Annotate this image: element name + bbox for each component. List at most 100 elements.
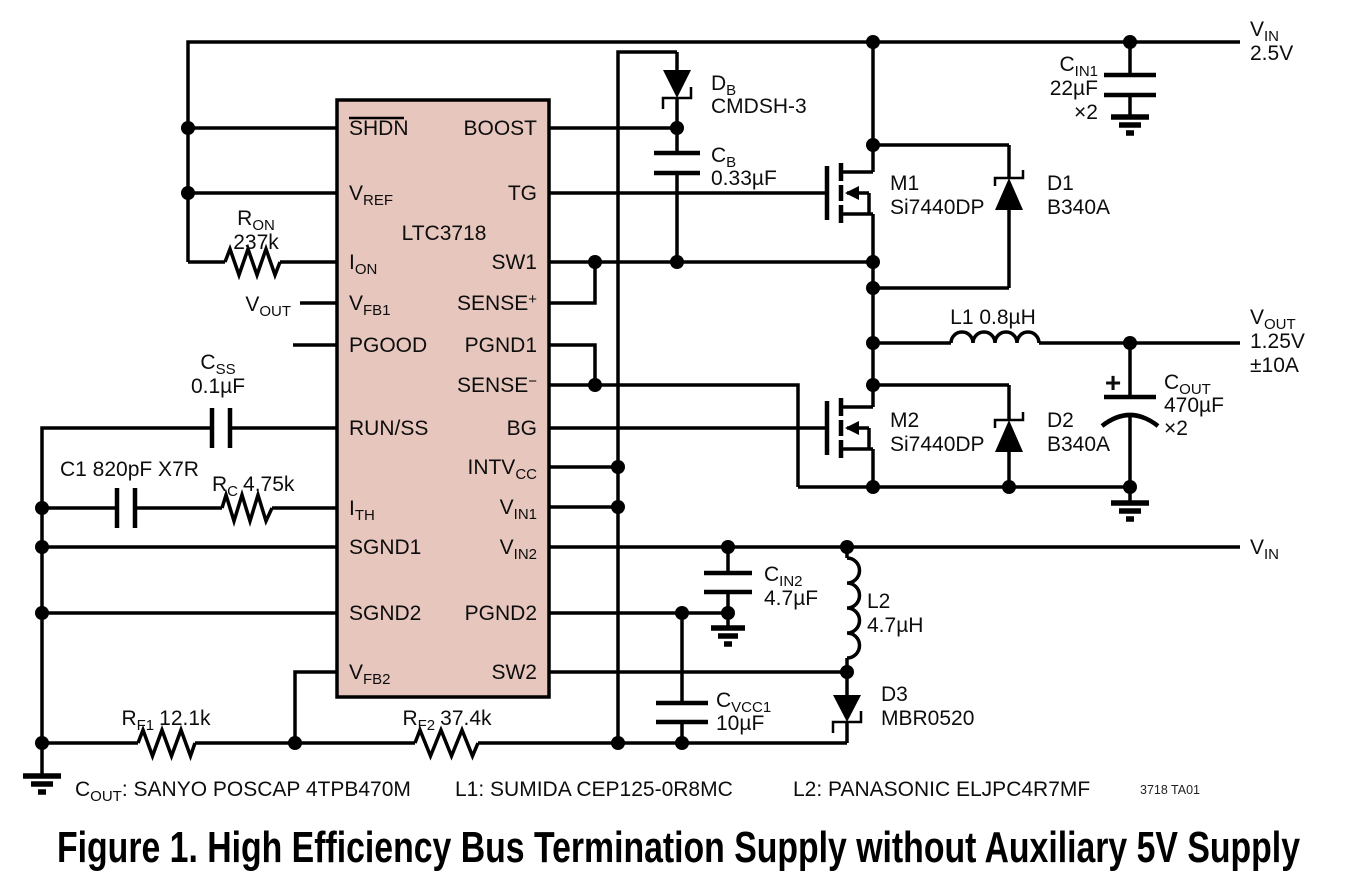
d2-ref: D2 [1047,409,1074,432]
db-value: CMDSH-3 [711,95,807,118]
ic-ltc3718: LTC3718 SHDN VREF ION VFB1 PGOOD RUN/SS … [335,98,551,699]
cb-ref: CB [711,144,736,171]
capacitor-cin1: CIN1 22µF ×2 [1050,42,1156,136]
pin-sense-minus: SENSE− [457,373,537,397]
notes-row: COUT: SANYO POSCAP 4TPB470M L1: SUMIDA C… [75,778,1200,805]
cout-value: 470µF [1164,394,1224,417]
pin-ith: ITH [349,497,375,524]
cin2-value: 4.7µF [764,587,818,610]
note-l2: L2: PANASONIC ELJPC4R7MF [793,778,1090,801]
note-cout: COUT: SANYO POSCAP 4TPB470M [75,778,411,805]
vin-top-voltage: 2.5V [1250,42,1293,65]
pin-sgnd2: SGND2 [349,602,421,625]
pin-pgood: PGOOD [349,334,427,357]
ic-part-number: LTC3718 [402,222,487,245]
cin1-qty: ×2 [1074,101,1098,124]
pin-vref: VREF [349,182,393,209]
pin-sense-plus: SENSE+ [457,291,537,315]
inductor-l1: L1 0.8µH [873,306,1240,345]
ron-value: 237k [233,231,279,254]
pin-bg: BG [507,417,537,440]
pin-vin2: VIN2 [500,536,537,563]
pin-runss: RUN/SS [349,417,428,440]
css-ref: CSS [200,351,235,378]
wires [35,35,1240,750]
d2-value: B340A [1047,433,1110,456]
mosfet-m2: M2 Si7440DP [824,398,985,487]
resistor-ron: RON 237k [223,207,282,281]
ground-cin1 [1111,114,1149,136]
cvcc1-value: 10µF [716,712,764,735]
d3-ref: D3 [881,683,908,706]
cvcc1-ref: CVCC1 [716,689,771,716]
m1-ref: M1 [890,172,919,195]
vout-current: ±10A [1250,354,1299,377]
cin1-ref: CIN1 [1059,53,1098,80]
diode-d1: D1 B340A [873,143,1110,290]
vout-label: VOUT [1250,306,1296,333]
vin-top-label: VIN [1250,18,1279,45]
pin-ion: ION [349,251,377,278]
cin2-ref: CIN2 [764,563,803,590]
pin-intvcc: INTVCC [467,456,537,483]
reference-code: 3718 TA01 [1140,783,1200,797]
capacitor-cb: CB 0.33µF [654,128,777,262]
capacitor-cvcc1: CVCC1 10µF [656,613,771,743]
css-value: 0.1µF [191,375,245,398]
cout-ref: COUT [1164,371,1211,398]
cb-value: 0.33µF [711,167,777,190]
capacitor-cout: + COUT 470µF ×2 [1100,343,1224,522]
diode-db: DB CMDSH-3 [661,52,807,128]
diode-d3: D3 MBR0520 [831,672,974,743]
capacitor-c1: C1 820pF X7R [60,458,199,528]
db-ref: DB [711,72,736,99]
note-l1: L1: SUMIDA CEP125-0R8MC [455,778,733,801]
capacitor-cin2: CIN2 4.7µF [704,547,818,647]
ground-cin2 [711,625,745,647]
diode-d2: D2 B340A [873,383,1110,487]
pin-sw1: SW1 [491,251,537,274]
pin-tg: TG [508,182,537,205]
l2-value: 4.7µH [867,614,923,637]
inductor-l2: L2 4.7µH [845,547,923,672]
m2-ref: M2 [890,409,919,432]
ground-cout [1111,500,1149,522]
l1-label: L1 0.8µH [950,306,1036,329]
cin1-value: 22µF [1050,77,1098,100]
pin-pgnd1: PGND1 [465,334,537,357]
d1-ref: D1 [1047,172,1074,195]
figure-caption: Figure 1. High Efficiency Bus Terminatio… [57,823,1300,872]
pin-vfb1: VFB1 [349,292,391,319]
vin-mid-label: VIN [1250,536,1279,563]
c1-label: C1 820pF X7R [60,458,199,481]
vin-top-terminal: VIN 2.5V [1250,18,1293,65]
ground-main [23,743,61,795]
l2-ref: L2 [867,590,890,613]
m1-value: Si7440DP [890,196,985,219]
vout-voltage: 1.25V [1250,330,1305,353]
cout-qty: ×2 [1164,417,1188,440]
d3-value: MBR0520 [881,707,974,730]
d1-value: B340A [1047,196,1110,219]
capacitor-css: CSS 0.1µF [191,351,245,448]
pin-vfb2: VFB2 [349,661,391,688]
pin-boost: BOOST [463,117,537,140]
vout-terminal: VOUT 1.25V ±10A [1250,306,1305,377]
cout-polarity: + [1105,367,1121,398]
m2-value: Si7440DP [890,433,985,456]
mosfet-m1: M1 Si7440DP [824,42,985,407]
vout-sense-label: VOUT [245,293,291,320]
pin-shdn: SHDN [349,117,409,140]
pin-pgnd2: PGND2 [465,602,537,625]
pin-sw2: SW2 [491,661,537,684]
pin-vin1: VIN1 [500,496,537,523]
pin-sgnd1: SGND1 [349,536,421,559]
